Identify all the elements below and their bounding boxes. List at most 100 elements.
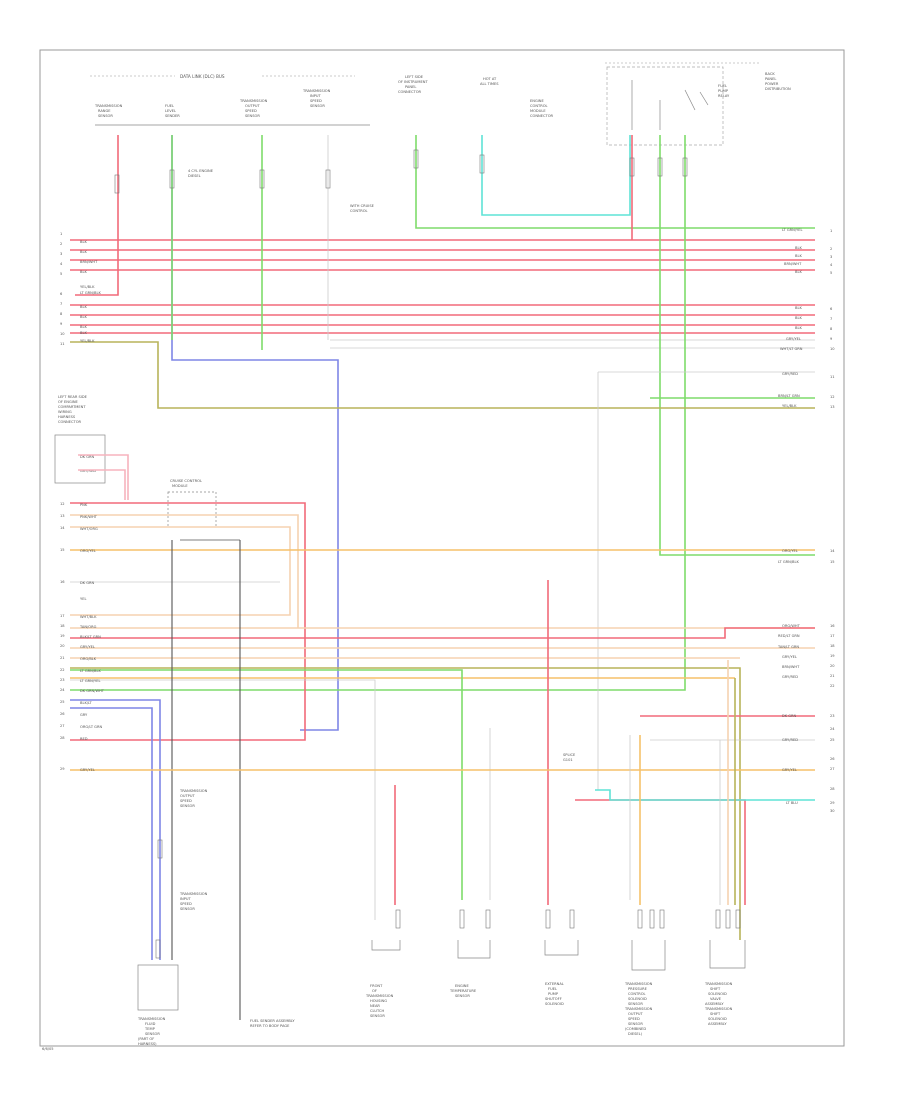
connector-block-60 — [259, 169, 265, 189]
pin-right-6: 6 — [830, 307, 833, 311]
pin-left-1: 1 — [60, 232, 62, 236]
svg-text:CONNECTOR: CONNECTOR — [58, 420, 82, 424]
lw-mid-2: DK GRN — [80, 581, 95, 585]
connector-block-65 — [657, 157, 663, 177]
lw-d-6: LT GRN/BLK — [80, 669, 101, 673]
svg-text:PUMP: PUMP — [718, 89, 729, 93]
pin-left-19: 19 — [60, 634, 65, 638]
svg-text:TRANSMISSION: TRANSMISSION — [624, 1007, 653, 1011]
svg-text:TRANSMISSION: TRANSMISSION — [137, 1017, 166, 1021]
svg-text:PANEL: PANEL — [405, 85, 416, 89]
svg-text:SHIFT: SHIFT — [710, 1012, 721, 1016]
component-c9: BACK PANEL POWER DISTRIBUTION — [765, 72, 791, 91]
rw-c-2: RED/LT GRN — [778, 634, 800, 638]
pin-right-8: 8 — [830, 327, 833, 331]
pin-left-14: 14 — [60, 526, 65, 530]
pin-right-26: 26 — [830, 757, 835, 761]
pin-left-21: 21 — [60, 656, 65, 660]
rw-a-1: BLK — [795, 246, 802, 250]
rw-b-3: BLK — [795, 326, 802, 330]
lw-b-4: BLK — [80, 331, 87, 335]
rw-mid-2: BRN/LT GRN — [778, 394, 800, 398]
rw-org-2: LT GRN/BLK — [778, 560, 799, 564]
lw-d-1: WHT/BLK — [80, 615, 97, 619]
rw-b-1: BLK — [795, 306, 802, 310]
lw-d-4: GRY/YEL — [80, 645, 95, 649]
lw-a-5: YEL/BLK — [80, 285, 95, 289]
connector-block-67 — [395, 909, 401, 929]
connector-wire-2: GRY/RED — [80, 469, 96, 473]
pin-right-18: 18 — [830, 644, 835, 648]
pin-left-13: 13 — [60, 514, 65, 518]
svg-text:CONNECTOR: CONNECTOR — [530, 114, 554, 118]
rw-c-4: GRY/YEL — [782, 655, 797, 659]
svg-text:MODULE: MODULE — [172, 484, 188, 488]
wire-12 — [171, 135, 339, 731]
rw-b-4: GRY/YEL — [786, 337, 801, 341]
pin-numbers-left: 1234567891011121314151617181920212223242… — [60, 232, 65, 771]
svg-text:SPEED: SPEED — [628, 1017, 640, 1021]
svg-text:HARNESS: HARNESS — [58, 415, 76, 419]
connector-block-58 — [114, 174, 120, 194]
pin-right-13: 13 — [830, 405, 835, 409]
svg-text:CLUTCH: CLUTCH — [370, 1009, 384, 1013]
rw-c-1: ORG/WHT — [782, 624, 801, 628]
note-n2: WITH CRUISE CONTROL — [350, 204, 375, 213]
pin-right-27: 27 — [830, 767, 835, 771]
pin-left-23: 23 — [60, 678, 65, 682]
svg-text:TEMP: TEMP — [144, 1027, 156, 1031]
pin-right-30: 30 — [830, 809, 835, 813]
wire-20 — [70, 135, 686, 691]
pin-right-10: 10 — [830, 347, 835, 351]
connector-b4 — [631, 940, 666, 971]
svg-text:PANEL: PANEL — [765, 77, 776, 81]
lw-mid-3: YEL — [80, 597, 86, 601]
lw-d-7: LT GRN/YEL — [80, 679, 101, 683]
pin-right-17: 17 — [830, 634, 835, 638]
connector-block-69 — [485, 909, 491, 929]
connector-block-77 — [735, 909, 741, 929]
connector-b5 — [709, 940, 746, 969]
svg-text:SOLENOID: SOLENOID — [708, 992, 727, 996]
svg-text:REFER TO BODY PAGE: REFER TO BODY PAGE — [250, 1024, 290, 1028]
svg-text:OUTPUT: OUTPUT — [180, 794, 195, 798]
svg-text:INPUT: INPUT — [180, 897, 192, 901]
wire-38 — [70, 699, 161, 960]
svg-text:SENSOR: SENSOR — [245, 114, 260, 118]
pin-right-7: 7 — [830, 317, 832, 321]
bottom-component-b2: ENGINE TEMPERATURE SENSOR — [449, 984, 477, 998]
bottom-component-b5: TRANSMISSION SHIFT SOLENOID VALVE ASSEMB… — [704, 982, 733, 1006]
component-c5: LEFT SIDE OF INSTRUMENT PANEL CONNECTOR — [398, 75, 428, 94]
rw-top-1: LT GRN/YEL — [782, 228, 803, 232]
svg-text:CONTROL: CONTROL — [350, 209, 368, 213]
note-n3: LEFT REAR SIDE OF ENGINE COMPARTMENT WIR… — [58, 395, 88, 424]
connector-b3 — [544, 940, 579, 956]
left-sensor-s1: TRANSMISSION OUTPUT SPEED SENSOR — [179, 789, 208, 808]
svg-text:SENSOR: SENSOR — [145, 1032, 160, 1036]
connector-block-78 — [155, 939, 161, 959]
svg-text:SENSOR: SENSOR — [180, 804, 195, 808]
lw-d-10: GRY — [80, 713, 88, 717]
svg-text:DIESEL): DIESEL) — [628, 1032, 643, 1036]
svg-text:SENSOR: SENSOR — [310, 104, 325, 108]
rw-d-1: DK GRN — [782, 714, 797, 718]
svg-text:TRANSMISSION: TRANSMISSION — [704, 982, 733, 986]
pin-left-5: 5 — [60, 272, 62, 276]
pin-left-26: 26 — [60, 712, 65, 716]
connector-block-66 — [682, 157, 688, 177]
relay-switch-4 — [699, 91, 709, 106]
pin-right-25: 25 — [830, 738, 835, 742]
pin-right-21: 21 — [830, 674, 835, 678]
cruise-module-box — [167, 491, 217, 528]
lw-b-5: YEL/BLK — [80, 339, 95, 343]
svg-text:SPEED: SPEED — [245, 109, 257, 113]
svg-text:SENSOR: SENSOR — [628, 1022, 643, 1026]
rw-org-1: ORG/YEL — [782, 549, 798, 553]
diagram-frame — [39, 49, 845, 1047]
svg-text:NEAR: NEAR — [370, 1004, 380, 1008]
pin-right-5: 5 — [830, 271, 832, 275]
svg-text:LEVEL: LEVEL — [165, 109, 176, 113]
component-c7: ENGINE CONTROL MODULE CONNECTOR — [530, 99, 554, 118]
left-wire-labels: BLK BLK BRN/WHT BLK YEL/BLK LT GRN/BLK B… — [79, 240, 105, 772]
